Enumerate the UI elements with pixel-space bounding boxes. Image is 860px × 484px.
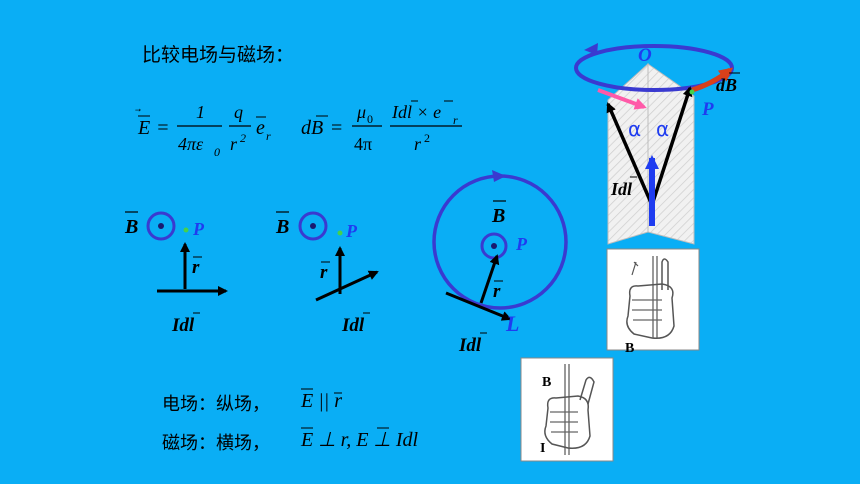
formula-r: r bbox=[230, 134, 238, 154]
vector-r-left bbox=[606, 102, 654, 206]
label-r-1: r bbox=[192, 257, 200, 278]
right-hand-image-2: B I bbox=[520, 357, 614, 462]
magnetic-field-label: 磁场：横场， bbox=[162, 433, 270, 454]
hand-2-fist bbox=[544, 395, 591, 449]
label-alpha-left: α bbox=[628, 117, 641, 141]
formula-dB: dB bbox=[301, 117, 323, 139]
diagram-3: B P r L Idl bbox=[432, 170, 568, 356]
vector-r-3 bbox=[479, 254, 500, 304]
field-dot-1 bbox=[158, 223, 164, 229]
right-hand-image-1: B bbox=[606, 248, 700, 356]
vector-r-right bbox=[650, 86, 693, 206]
field-circle-1 bbox=[146, 211, 176, 241]
formula-mu: μ bbox=[356, 102, 366, 122]
label-r-2: r bbox=[320, 262, 328, 283]
field-circle-2 bbox=[298, 211, 328, 241]
label-Idl-2: Idl bbox=[341, 315, 365, 336]
label-Idl-3: Idl bbox=[458, 335, 482, 356]
label-B-2: B bbox=[275, 216, 289, 238]
formula-4pieps: 4πε bbox=[178, 134, 204, 154]
point-P-1 bbox=[183, 227, 189, 233]
hand-2-thumb bbox=[579, 376, 595, 405]
hand-1-thumb bbox=[661, 258, 669, 290]
formula-magnetic: dB = μ 0 4π Idl × e r r 2 bbox=[301, 100, 462, 154]
hand-1-label-B: B bbox=[625, 341, 634, 356]
electric-relation: E || r bbox=[300, 390, 342, 412]
formula-r-sq: 2 bbox=[240, 131, 246, 145]
label-r-3: r bbox=[493, 281, 501, 302]
formula-r2b-sq: 2 bbox=[424, 131, 430, 145]
formula-eq2: = bbox=[331, 117, 342, 139]
label-dB-3d: dB bbox=[716, 75, 737, 95]
vec-arrow: ⃗ bbox=[135, 108, 141, 112]
loop-direction-arrow bbox=[492, 170, 506, 182]
label-alpha-right: α bbox=[656, 117, 669, 141]
formula-eq: = bbox=[156, 117, 170, 139]
formula-idl-er: Idl × e bbox=[391, 102, 441, 122]
formula-mu-sub: 0 bbox=[367, 112, 373, 126]
label-P-3d: P bbox=[701, 99, 714, 120]
formula-4pi: 4π bbox=[354, 134, 372, 154]
hand-1-arrow-mark bbox=[631, 261, 639, 276]
vector-dB-red bbox=[691, 67, 734, 93]
summary-formulas: E || r E ⊥ r, E ⊥ Idl bbox=[300, 388, 419, 451]
vector-Idl-3 bbox=[445, 291, 512, 321]
formula-one: 1 bbox=[196, 102, 205, 122]
hand-1-fist bbox=[626, 283, 675, 339]
formula-q: q bbox=[234, 102, 243, 122]
label-B-3: B bbox=[491, 205, 505, 227]
hand-2-label-I: I bbox=[540, 441, 545, 456]
label-P-3: P bbox=[515, 234, 528, 254]
field-dot-3 bbox=[491, 243, 497, 249]
field-dot-2 bbox=[310, 223, 316, 229]
slide-title: 比较电场与磁场： bbox=[142, 44, 295, 66]
point-P-3d bbox=[689, 89, 695, 95]
label-P-1: P bbox=[192, 219, 205, 239]
diagram-1: B P r Idl bbox=[124, 211, 228, 336]
formula-eps-sub: 0 bbox=[214, 145, 220, 159]
label-O: O bbox=[638, 45, 652, 66]
vector-Idl-2 bbox=[315, 270, 379, 302]
point-P-2 bbox=[337, 230, 343, 236]
electric-field-label: 电场：纵场， bbox=[162, 394, 270, 415]
hand-2-frame bbox=[520, 357, 614, 462]
label-L: L bbox=[505, 311, 519, 336]
formula-e: e bbox=[256, 117, 265, 139]
magnetic-relation: E ⊥ r, E ⊥ Idl bbox=[300, 429, 419, 451]
hand-1-fingers bbox=[632, 299, 662, 321]
formula-E: E bbox=[137, 117, 150, 139]
vector-dB-pink bbox=[597, 88, 647, 110]
label-B-1: B bbox=[124, 216, 138, 238]
label-P-2: P bbox=[345, 221, 358, 241]
ellipse-direction-arrow bbox=[584, 43, 598, 55]
hand-2-fingers bbox=[550, 411, 578, 433]
label-Idl-3d: Idl bbox=[610, 179, 632, 199]
formula-e-sub: r bbox=[266, 129, 271, 143]
diagram-3d: O α α Idl dB P bbox=[574, 43, 740, 245]
formula-electric: E ⃗ = 1 4πε 0 q r 2 e r bbox=[135, 102, 271, 159]
formula-er-sub: r bbox=[453, 113, 458, 127]
diagram-2: B P r Idl bbox=[275, 211, 379, 336]
hand-2-label-B: B bbox=[542, 375, 551, 390]
formula-r2b: r bbox=[414, 134, 422, 154]
label-Idl-1: Idl bbox=[171, 315, 195, 336]
